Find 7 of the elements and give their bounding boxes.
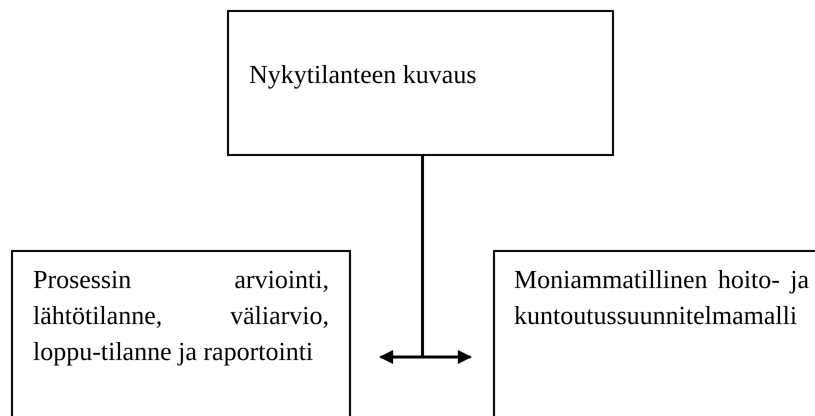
arrow <box>421 156 472 364</box>
box-text: Moniammatillinen hoito- ja kuntoutussuunnitelmamalli <box>514 264 809 332</box>
text-box <box>493 250 815 416</box>
box-text: Prosessin arviointi, lähtötilanne, väliarvio, loppu-tilanne ja raportointi <box>33 264 329 368</box>
text-box <box>227 10 614 156</box>
box-text: Nykytilanteen kuvaus <box>249 59 478 91</box>
text-box <box>11 250 351 416</box>
